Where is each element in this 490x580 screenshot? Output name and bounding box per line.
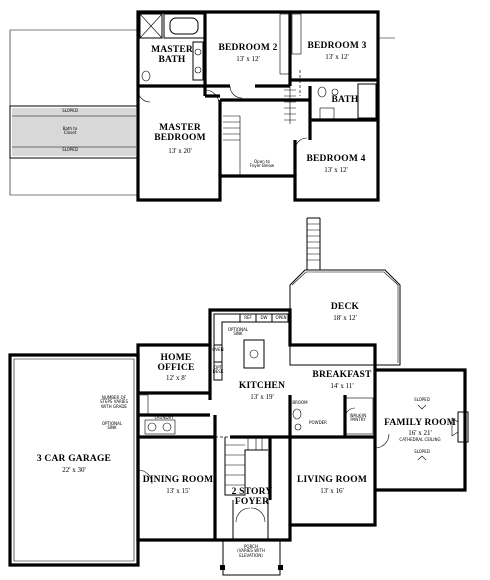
bedroom4-label: BEDROOM 4 [306, 154, 366, 164]
attic-sloped-bottom: SLOPED [62, 147, 78, 152]
dining-room-dim: 13' x 15' [166, 487, 190, 495]
family-room-dim: 16' x 21' [408, 429, 432, 437]
master-bath-label: MASTER BATH [151, 45, 193, 65]
kitchen-label: KITCHEN [238, 381, 286, 391]
foyer-label: 2 STORY FOYER [231, 487, 273, 507]
upper-floor [9, 10, 395, 202]
optional-sink-note: OPTIONAL SINK [101, 421, 123, 431]
upper-stair [223, 70, 301, 176]
bath-fixtures [317, 83, 377, 121]
attic-area [9, 105, 139, 159]
master-bath-fixtures [139, 13, 205, 82]
bedroom3-dim: 13' x 12' [325, 53, 349, 61]
master-bedroom-dim: 13' x 20' [168, 147, 192, 155]
breakfast-dim: 14' x 11' [330, 382, 354, 390]
master-bedroom-label: MASTER BEDROOM [154, 123, 206, 143]
lower-stair [224, 437, 268, 496]
kitchen-cabinets [213, 313, 289, 381]
lower-exterior-wall [136, 308, 377, 542]
attic-note: Bath to Closet [62, 126, 78, 136]
garage-dim: 22' x 30' [62, 466, 86, 474]
deck-outline [289, 217, 401, 366]
lower-floor [8, 217, 469, 576]
dw-note: DW [260, 315, 268, 320]
garage-label: 3 CAR GARAGE [36, 454, 112, 464]
kitchen-dim: 13' x 19' [250, 393, 274, 401]
open-to-foyer-label: Open to Foyer Below [249, 159, 275, 169]
optional-sink-note-kitchen: OPTIONAL SINK [227, 327, 249, 337]
pantry-note: WALK-IN PANTRY [349, 413, 367, 423]
laundry-note: LAUNDRY [154, 415, 174, 420]
family-room-walls [375, 368, 469, 492]
bedroom2-label: BEDROOM 2 [218, 43, 278, 53]
home-office-dim: 12' x 8' [165, 374, 187, 382]
attic-sloped-top: SLOPED [62, 108, 78, 113]
bedroom4-dim: 13' x 12' [324, 166, 348, 174]
family-room-note: CATHEDRAL CEILING [399, 437, 441, 442]
family-room-label: FAMILY ROOM [384, 418, 456, 428]
broom-note: BROOM [292, 400, 308, 405]
deck-dim: 18' x 12' [333, 314, 357, 322]
living-room-dim: 13' x 16' [320, 487, 344, 495]
porch-outline [220, 540, 283, 576]
open-note: OPEN [275, 315, 287, 320]
family-sloped-bottom: SLOPED [414, 449, 430, 454]
porch-label: PORCH (VARIES WITH ELEVATION) [237, 544, 265, 558]
bedroom3-label: BEDROOM 3 [307, 41, 367, 51]
ref-note: REF [244, 315, 252, 320]
bedroom2-dim: 13' x 12' [236, 55, 260, 63]
family-sloped-top: SLOPED [414, 397, 430, 402]
living-room-label: LIVING ROOM [296, 475, 368, 485]
steps-note: NUMBER OF STEPS VARIES WITH GRADE [100, 395, 128, 409]
oven-note: OVEN [212, 347, 224, 352]
garage-walls [8, 353, 140, 567]
home-office-label: HOME OFFICE [157, 353, 195, 373]
powder-note: POWDER [309, 420, 327, 425]
breakfast-label: BREAKFAST [312, 370, 372, 380]
deck-label: DECK [330, 302, 360, 312]
bath-label: BATH [331, 95, 359, 105]
dining-room-label: DINING ROOM [142, 475, 214, 485]
opt-desk-note: OPT DESK [212, 365, 224, 375]
